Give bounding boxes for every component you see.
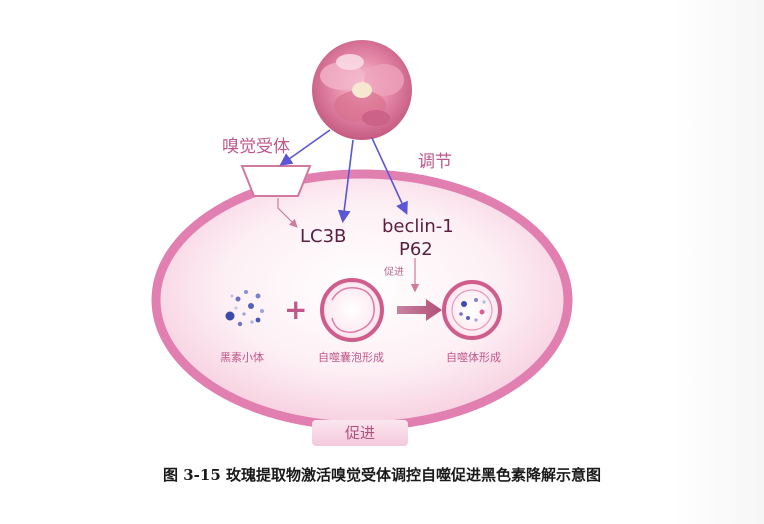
promote-badge: 促进 (312, 420, 408, 446)
rose-image (312, 40, 412, 140)
arrow-receptor-to-lc3b (277, 198, 298, 228)
arrow-rose-to-beclin (371, 137, 408, 215)
label-regulate: 调节 (418, 152, 452, 172)
autophagosome-circle (320, 278, 384, 342)
label-autophagosome-formation: 自噬囊泡形成 (318, 351, 384, 364)
label-autolysosome-formation: 自噬体形成 (446, 351, 501, 364)
label-beclin: beclin-1 (382, 216, 454, 237)
receptor-trapezoid (240, 165, 312, 197)
label-lc3b: LC3B (300, 226, 347, 247)
label-melanosome: 黑素小体 (220, 351, 264, 364)
label-olfactory-receptor: 嗅觉受体 (222, 137, 290, 157)
autolysosome-circle (442, 280, 502, 340)
plus-sign: + (284, 293, 308, 326)
label-promote-small: 促进 (384, 267, 404, 278)
forward-arrow (397, 299, 442, 321)
melanosome-dots (225, 290, 264, 327)
arrow-rose-to-lc3b (337, 139, 354, 224)
label-p62: P62 (399, 239, 433, 260)
arrow-rose-to-receptor (279, 129, 331, 166)
figure-caption: 图 3-15 玫瑰提取物激活嗅觉受体调控自噬促进黑色素降解示意图 (163, 466, 601, 484)
